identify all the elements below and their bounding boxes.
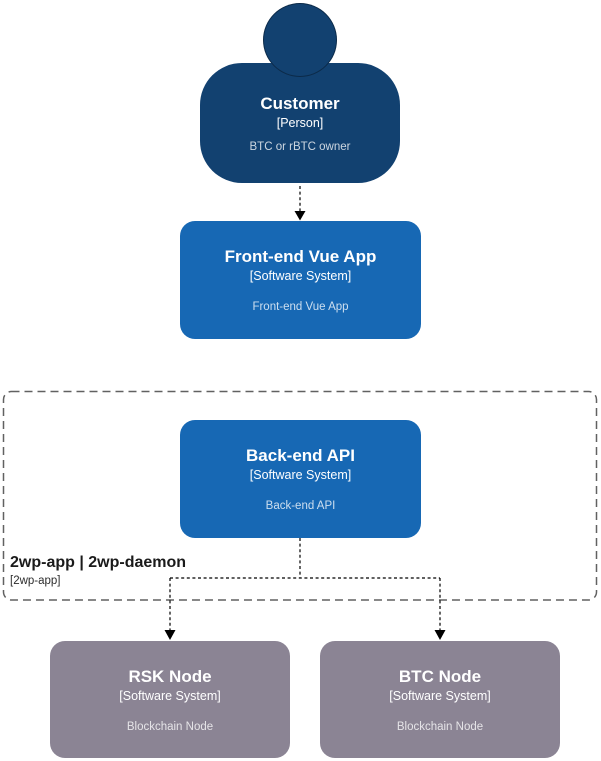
node-frontend-vue-app[interactable]: Front-end Vue App [Software System] Fron… (180, 221, 421, 339)
boundary-title: 2wp-app | 2wp-daemon (10, 554, 187, 571)
node-btc-title: BTC Node (398, 667, 482, 686)
node-rsk-description: Blockchain Node (126, 721, 214, 733)
node-customer-description: BTC or rBTC owner (249, 141, 351, 153)
node-rsk-title: RSK Node (128, 667, 212, 686)
node-frontend-meta: [Software System] (249, 269, 352, 283)
node-backend-api[interactable]: Back-end API [Software System] Back-end … (180, 420, 421, 538)
node-backend-title: Back-end API (246, 446, 355, 465)
node-rsk[interactable]: RSK Node [Software System] Blockchain No… (50, 641, 290, 758)
node-customer[interactable]: Customer [Person] BTC or rBTC owner (200, 63, 400, 183)
boundary-label: 2wp-app | 2wp-daemon [2wp-app] (10, 553, 186, 589)
node-frontend-description: Front-end Vue App (252, 301, 349, 313)
node-backend-description: Back-end API (265, 500, 336, 512)
node-btc-meta: [Software System] (389, 689, 491, 703)
node-backend-meta: [Software System] (249, 468, 352, 482)
node-rsk-meta: [Software System] (119, 689, 221, 703)
arrowhead-customer-frontend (294, 211, 306, 221)
node-customer-meta: [Person] (276, 116, 324, 130)
arrowhead-backend-rsk (164, 630, 176, 640)
person-head-icon (263, 3, 337, 77)
arrowhead-backend-btc (434, 630, 446, 640)
node-frontend-title: Front-end Vue App (224, 247, 377, 266)
node-customer-title: Customer (260, 94, 340, 113)
edge-backend-nodes (169, 538, 441, 630)
node-btc[interactable]: BTC Node [Software System] Blockchain No… (320, 641, 560, 758)
node-btc-description: Blockchain Node (396, 721, 484, 733)
boundary-subtitle: [2wp-app] (10, 575, 61, 587)
